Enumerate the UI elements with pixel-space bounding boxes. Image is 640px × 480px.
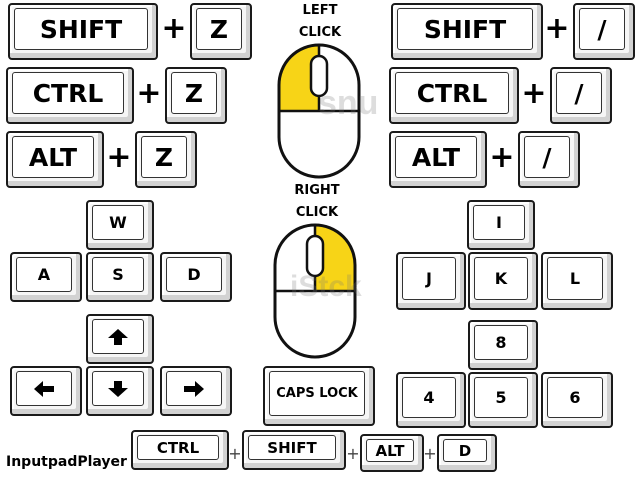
arrow-down-key (86, 366, 154, 416)
plus-sign: + (161, 11, 187, 46)
arrow-right-key (160, 366, 232, 416)
right-click-label-line1: RIGHT (294, 183, 340, 198)
left-click-label: LEFT CLICK (282, 0, 358, 44)
arrow-right-icon (166, 371, 222, 406)
z-key-row2: Z (165, 67, 227, 124)
plus-sign: + (136, 76, 162, 111)
num-8-label: 8 (474, 325, 528, 360)
left-click-label-line2: CLICK (298, 25, 342, 40)
arrow-up-key (86, 314, 154, 364)
d-key-bottom: D (437, 434, 497, 472)
s-key-label: S (92, 257, 144, 292)
shift-key-left-row1: SHIFT (8, 3, 158, 60)
num-5-key: 5 (468, 372, 538, 428)
plus-sign: + (106, 140, 132, 175)
slash-key-row2: / (550, 67, 612, 124)
z-key-label: Z (141, 136, 187, 178)
plus-sign: + (423, 444, 437, 463)
k-key-label: K (474, 257, 528, 300)
alt-key-label: ALT (366, 439, 414, 462)
i-key-label: I (473, 205, 525, 240)
shift-key-label: SHIFT (397, 8, 533, 50)
slash-key-label: / (524, 136, 570, 178)
slash-key-label: / (556, 72, 602, 114)
i-key: I (467, 200, 535, 250)
w-key-label: W (92, 205, 144, 240)
ctrl-key-label: CTRL (137, 435, 219, 460)
arrow-left-icon (16, 371, 72, 406)
mouse-left-click-icon (277, 43, 361, 179)
left-click-label-line1: LEFT (302, 3, 338, 18)
slash-key-row3: / (518, 131, 580, 188)
right-click-label: RIGHT CLICK (278, 180, 356, 224)
slash-key-label: / (579, 8, 625, 50)
alt-key-label: ALT (12, 136, 94, 178)
z-key-label: Z (196, 8, 242, 50)
k-key: K (468, 252, 538, 310)
plus-sign: + (346, 444, 360, 463)
caps-lock-label: CAPS LOCK (269, 371, 365, 416)
l-key-label: L (547, 257, 603, 300)
alt-key-bottom: ALT (360, 434, 424, 472)
ctrl-key-label: CTRL (12, 72, 124, 114)
j-key-label: J (402, 257, 456, 300)
d-key-label: D (443, 439, 487, 462)
ctrl-key-label: CTRL (395, 72, 509, 114)
z-key-row3: Z (135, 131, 197, 188)
plus-sign: + (228, 444, 242, 463)
shift-key-label: SHIFT (14, 8, 148, 50)
alt-key-right-row3: ALT (389, 131, 487, 188)
shift-key-label: SHIFT (248, 435, 336, 460)
alt-key-left-row3: ALT (6, 131, 104, 188)
num-5-label: 5 (474, 377, 528, 418)
w-key: W (86, 200, 154, 250)
num-6-key: 6 (541, 372, 613, 428)
d-key-label: D (166, 257, 222, 292)
slash-key-row1: / (573, 3, 635, 60)
plus-sign: + (544, 11, 570, 46)
ctrl-key-left-row2: CTRL (6, 67, 134, 124)
arrow-left-key (10, 366, 82, 416)
app-name: InputpadPlayer (6, 454, 127, 470)
num-8-key: 8 (468, 320, 538, 370)
ctrl-key-right-row2: CTRL (389, 67, 519, 124)
z-key-label: Z (171, 72, 217, 114)
num-4-key: 4 (396, 372, 466, 428)
plus-sign: + (489, 140, 515, 175)
shift-key-right-row1: SHIFT (391, 3, 543, 60)
mouse-right-click-icon (273, 223, 357, 359)
right-click-label-line2: CLICK (295, 205, 339, 220)
a-key-label: A (16, 257, 72, 292)
s-key: S (86, 252, 154, 302)
plus-sign: + (521, 76, 547, 111)
j-key: J (396, 252, 466, 310)
ctrl-key-bottom: CTRL (131, 430, 229, 470)
arrow-down-icon (92, 371, 144, 406)
l-key: L (541, 252, 613, 310)
z-key-row1: Z (190, 3, 252, 60)
a-key: A (10, 252, 82, 302)
num-4-label: 4 (402, 377, 456, 418)
num-6-label: 6 (547, 377, 603, 418)
arrow-up-icon (92, 319, 144, 354)
shift-key-bottom: SHIFT (242, 430, 346, 470)
caps-lock-key: CAPS LOCK (263, 366, 375, 426)
d-key: D (160, 252, 232, 302)
alt-key-label: ALT (395, 136, 477, 178)
